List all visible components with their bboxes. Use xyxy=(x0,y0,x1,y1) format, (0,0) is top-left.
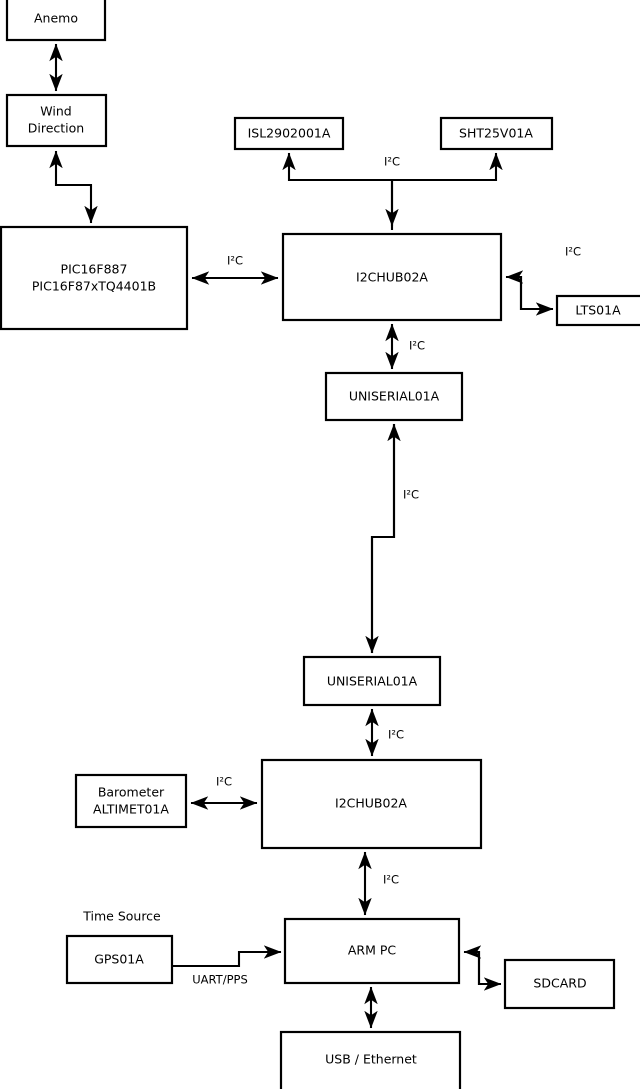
node-pic-label-2: PIC16F87xTQ4401B xyxy=(32,279,156,294)
edge-label-uniserial-hubbot: I²C xyxy=(388,728,404,742)
edge-arm-to-sdcard xyxy=(464,950,502,991)
node-anemo-box[interactable] xyxy=(5,0,107,42)
connection-hub-lts: I²C xyxy=(505,245,581,316)
edge-label-isl-sht: I²C xyxy=(384,155,400,169)
node-wind-direction-label-1: Wind xyxy=(40,104,71,119)
node-uniserial01a-lower[interactable]: UNISERIAL01A xyxy=(302,655,442,707)
edge-lts-to-hub xyxy=(505,270,553,311)
node-barometer[interactable]: Barometer ALTIMET01A xyxy=(74,773,188,829)
node-barometer-box[interactable] xyxy=(74,773,188,829)
node-sdcard-label: SDCARD xyxy=(533,976,586,991)
node-wind-direction[interactable]: Wind Direction xyxy=(5,93,108,148)
node-arm-pc-box[interactable] xyxy=(283,917,461,985)
node-isl2902001a[interactable]: ISL2902001A xyxy=(233,116,345,151)
connection-arm-sdcard xyxy=(463,945,502,991)
node-sht25v01a-label: SHT25V01A xyxy=(459,126,533,141)
edge-uniserial-up-to-dn xyxy=(365,424,396,654)
node-i2chub02a-top[interactable]: I2CHUB02A xyxy=(281,232,503,322)
node-i2chub02a-bottom-label: I2CHUB02A xyxy=(335,796,407,811)
node-anemo[interactable]: Anemo xyxy=(5,0,107,42)
node-i2chub02a-top-box[interactable] xyxy=(281,232,503,322)
connection-hubbot-arm: I²C xyxy=(358,851,399,916)
node-sht25v01a[interactable]: SHT25V01A xyxy=(439,116,554,151)
connection-baro-hubbot: I²C xyxy=(190,775,258,810)
edge-label-hub-lts: I²C xyxy=(565,245,581,259)
node-uniserial01a-lower-label: UNISERIAL01A xyxy=(327,674,418,689)
edge-label-hubbot-arm: I²C xyxy=(383,873,399,887)
node-wind-direction-box[interactable] xyxy=(5,93,108,148)
connection-hub-uniserial: I²C xyxy=(385,323,425,370)
edge-label-baro-hubbot: I²C xyxy=(216,775,232,789)
edge-label-gps-arm: UART/PPS xyxy=(192,973,248,987)
node-lts01a[interactable]: LTS01A xyxy=(555,294,640,327)
label-time-source: Time Source xyxy=(82,909,161,924)
node-gps01a-label: GPS01A xyxy=(94,952,144,967)
connection-pic-hub: I²C xyxy=(191,254,279,285)
node-pic-label-1: PIC16F887 xyxy=(61,262,128,277)
node-uniserial01a-upper[interactable]: UNISERIAL01A xyxy=(324,371,464,422)
node-uniserial01a-upper-box[interactable] xyxy=(324,371,464,422)
node-gps01a[interactable]: GPS01A xyxy=(65,934,174,985)
node-pic[interactable]: PIC16F887 PIC16F87xTQ4401B xyxy=(0,225,189,331)
node-arm-pc[interactable]: ARM PC xyxy=(283,917,461,985)
node-usb-ethernet-box[interactable] xyxy=(279,1030,462,1089)
node-sdcard-box[interactable] xyxy=(503,958,616,1010)
edge-label-uniserial-uniserial: I²C xyxy=(403,488,419,502)
node-isl2902001a-label: ISL2902001A xyxy=(248,126,331,141)
connection-uniserial-hubbot: I²C xyxy=(365,708,404,757)
edge-gps-arm xyxy=(172,945,282,968)
node-i2chub02a-bottom-box[interactable] xyxy=(260,758,483,850)
node-lts01a-label: LTS01A xyxy=(575,303,621,318)
connection-uniserial-uniserial: I²C xyxy=(365,423,419,654)
edge-wind-pic xyxy=(49,150,98,224)
node-anemo-label: Anemo xyxy=(34,11,78,26)
node-sht25v01a-box[interactable] xyxy=(439,116,554,151)
node-lts01a-box[interactable] xyxy=(555,294,640,327)
connection-wind-pic xyxy=(49,150,98,224)
node-usb-ethernet-label: USB / Ethernet xyxy=(325,1052,417,1067)
edge-label-hub-uniserial: I²C xyxy=(409,339,425,353)
node-i2chub02a-top-label: I2CHUB02A xyxy=(356,270,428,285)
node-usb-ethernet[interactable]: USB / Ethernet xyxy=(279,1030,462,1089)
node-pic-box[interactable] xyxy=(0,225,189,331)
node-uniserial01a-lower-box[interactable] xyxy=(302,655,442,707)
edge-uniserial-dn-to-up xyxy=(370,423,401,653)
node-wind-direction-label-2: Direction xyxy=(28,121,84,136)
connection-hub-isl-sht: I²C xyxy=(282,152,503,230)
node-sdcard[interactable]: SDCARD xyxy=(503,958,616,1010)
connection-gps-arm: UART/PPS xyxy=(172,945,282,987)
edge-sdcard-to-arm xyxy=(463,945,501,986)
node-barometer-label-2: ALTIMET01A xyxy=(93,802,169,817)
node-barometer-label-1: Barometer xyxy=(98,785,165,800)
edge-hub-to-lts xyxy=(506,275,554,316)
node-uniserial01a-upper-label: UNISERIAL01A xyxy=(349,389,440,404)
node-arm-pc-label: ARM PC xyxy=(348,943,397,958)
node-i2chub02a-bottom[interactable]: I2CHUB02A xyxy=(260,758,483,850)
node-gps01a-box[interactable] xyxy=(65,934,174,985)
node-isl2902001a-box[interactable] xyxy=(233,116,345,151)
edge-label-pic-hub: I²C xyxy=(227,254,243,268)
